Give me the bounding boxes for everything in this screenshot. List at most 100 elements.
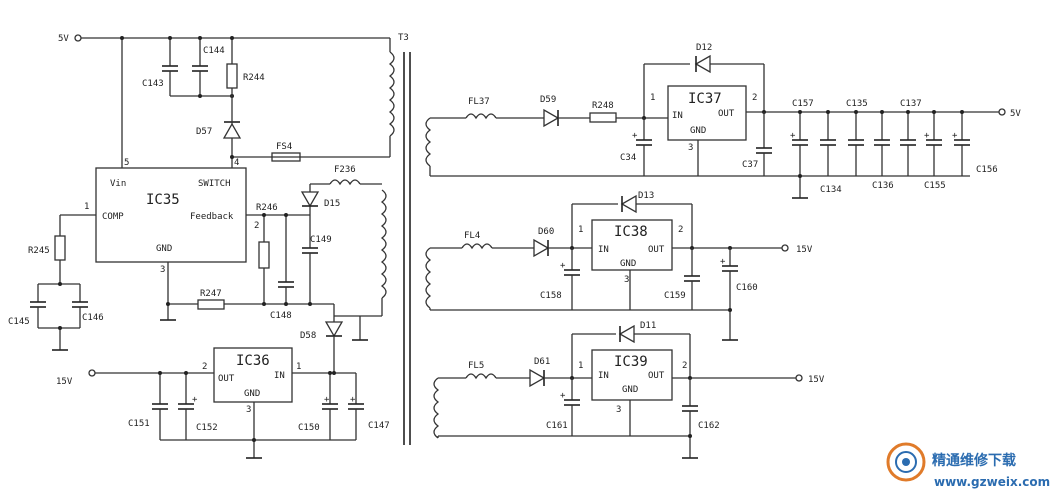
d59 (543, 108, 560, 128)
fs4 (271, 152, 301, 162)
c147-label: C147 (368, 421, 390, 431)
d57 (222, 122, 242, 139)
polarity-mark: + (560, 261, 566, 271)
r244 (226, 63, 238, 89)
pin-number: 3 (624, 275, 629, 285)
r247 (197, 299, 225, 310)
polarity-mark: + (324, 395, 330, 405)
ic35-label: IC35 (146, 192, 180, 208)
secondary-winding-2 (425, 247, 432, 309)
c135-label: C135 (846, 99, 868, 109)
ic36-pin-out: OUT (218, 374, 235, 384)
v15-output-a-label: 15V (796, 245, 813, 255)
v5-input-terminal (74, 34, 82, 42)
c37-label: C37 (742, 160, 758, 170)
fl5-label: FL5 (468, 361, 484, 371)
d12 (694, 54, 711, 74)
ic37-box (667, 85, 747, 141)
fs4-label: FS4 (276, 142, 292, 152)
d61 (529, 368, 546, 388)
r246 (258, 241, 270, 269)
v15-output-b-terminal (795, 374, 803, 382)
d11 (618, 324, 635, 344)
r248 (589, 112, 617, 123)
ic38-pin-out: OUT (648, 245, 665, 255)
d12-label: D12 (696, 43, 712, 53)
ic39-pin-out: OUT (648, 371, 665, 381)
ic35-pin-gnd: GND (156, 244, 172, 254)
polarity-mark: + (952, 131, 958, 141)
polarity-mark: + (720, 257, 726, 267)
ic36-pin-gnd: GND (244, 389, 260, 399)
pin-number: 1 (578, 225, 583, 235)
polarity-mark: + (350, 395, 356, 405)
fl5 (465, 373, 497, 380)
secondary-winding-3 (433, 377, 440, 439)
pin-number: 3 (160, 265, 165, 275)
pin-number: 1 (650, 93, 655, 103)
pin-number: 5 (124, 158, 129, 168)
ic35-pin-switch: SWITCH (198, 179, 231, 189)
pin-number: 2 (254, 221, 259, 231)
c161-label: C161 (546, 421, 568, 431)
pin-number: 1 (84, 202, 89, 212)
c155-label: C155 (924, 181, 946, 191)
v15-output-b-label: 15V (808, 375, 825, 385)
aux-winding (380, 189, 387, 299)
v15-input-terminal (88, 369, 96, 377)
c162-label: C162 (698, 421, 720, 431)
pin-number: 2 (678, 225, 683, 235)
ic36-box (213, 347, 293, 403)
ic37-pin-out: OUT (718, 109, 735, 119)
ic39-box (591, 349, 673, 401)
c134-label: C134 (820, 185, 842, 195)
c136-label: C136 (872, 181, 894, 191)
c157-label: C157 (792, 99, 814, 109)
d57-label: D57 (196, 127, 212, 137)
v5-output-terminal (998, 108, 1006, 116)
c159-label: C159 (664, 291, 686, 301)
watermark-logo-icon (886, 442, 926, 482)
ic35-pin-vin: Vin (110, 179, 126, 189)
c143-label: C143 (142, 79, 164, 89)
pin-number: 1 (296, 362, 301, 372)
pin-number: 2 (202, 362, 207, 372)
d58 (324, 321, 344, 338)
r247-label: R247 (200, 289, 222, 299)
v15-input-label: 15V (56, 377, 73, 387)
r245 (54, 235, 66, 261)
d60 (533, 238, 550, 258)
ic38-box (591, 219, 673, 271)
fl4-label: FL4 (464, 231, 480, 241)
d15 (300, 191, 320, 208)
c148-label: C148 (270, 311, 292, 321)
fl37 (465, 113, 497, 120)
polarity-mark: + (924, 131, 930, 141)
d11-label: D11 (640, 321, 656, 331)
d59-label: D59 (540, 95, 556, 105)
c152-label: C152 (196, 423, 218, 433)
secondary-winding-1 (425, 117, 432, 167)
fl4 (461, 243, 493, 250)
d61-label: D61 (534, 357, 550, 367)
ic36-section: 15V IC36 OUT IN GND 2 1 3 + C151 C152 + … (56, 347, 390, 459)
c144-label: C144 (203, 46, 225, 56)
ic35-section: 5V T3 IC35 Vin SWITCH COMP Feedback GND … (8, 33, 411, 445)
r246-label: R246 (256, 203, 278, 213)
pin-number: 3 (688, 143, 693, 153)
site-watermark: 精通维修下载 www.gzweix.com (886, 442, 1050, 489)
polarity-mark: + (790, 131, 796, 141)
polarity-mark: + (192, 395, 198, 405)
c149-label: C149 (310, 235, 332, 245)
c146-label: C146 (82, 313, 104, 323)
primary-winding (388, 51, 395, 137)
d13 (620, 194, 637, 214)
ic39-label: IC39 (614, 354, 648, 370)
pin-number: 3 (246, 405, 251, 415)
d58-label: D58 (300, 331, 316, 341)
c151-label: C151 (128, 419, 150, 429)
transformer-label: T3 (398, 33, 409, 43)
r245-label: R245 (28, 246, 50, 256)
pin-number: 4 (234, 158, 239, 168)
